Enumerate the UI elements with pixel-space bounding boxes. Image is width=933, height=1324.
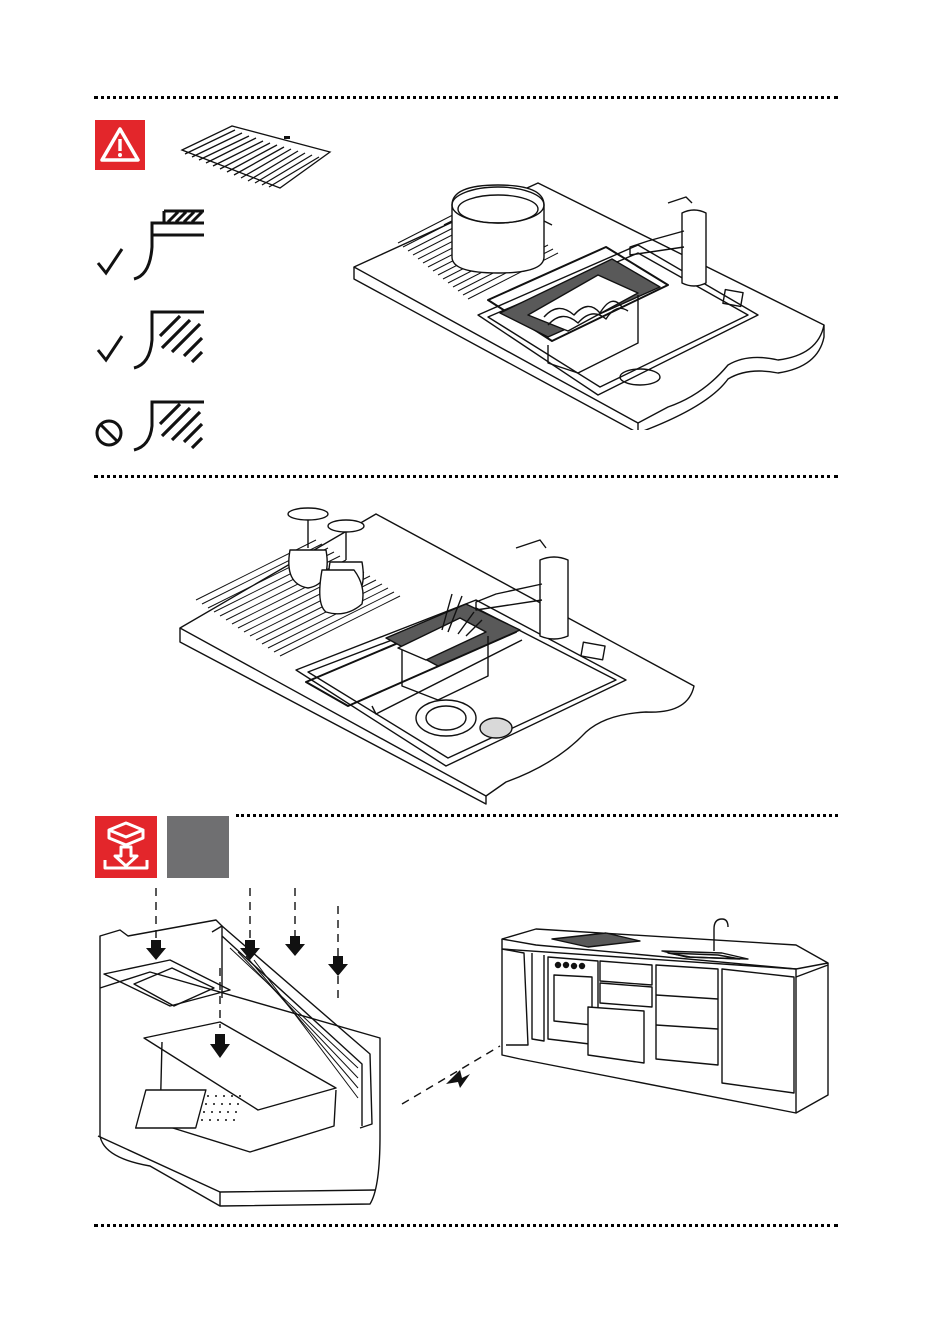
usage-symbol-on-sink-ok bbox=[92, 306, 212, 378]
warning-triangle-icon bbox=[95, 120, 145, 170]
separator-2 bbox=[236, 814, 838, 817]
check-icon bbox=[98, 249, 122, 273]
separator-1 bbox=[94, 475, 838, 478]
check-icon bbox=[98, 336, 122, 360]
sink-with-pot-illustration bbox=[348, 175, 838, 430]
prohibited-icon bbox=[97, 421, 121, 445]
roll-mat-illustration bbox=[172, 124, 332, 204]
kitchen-unit-illustration bbox=[496, 915, 832, 1115]
direction-arrow bbox=[400, 1040, 510, 1110]
sink-with-glasses-cutlery-illustration bbox=[176, 500, 700, 805]
gray-marker-box bbox=[167, 816, 229, 878]
usage-symbol-prohibited bbox=[92, 396, 212, 456]
separator-top bbox=[94, 96, 838, 99]
packaging-box-illustration bbox=[90, 888, 400, 1213]
unpack-box-icon bbox=[95, 816, 157, 878]
usage-symbol-on-hot-surface-ok bbox=[92, 205, 212, 285]
separator-bottom bbox=[94, 1224, 838, 1227]
